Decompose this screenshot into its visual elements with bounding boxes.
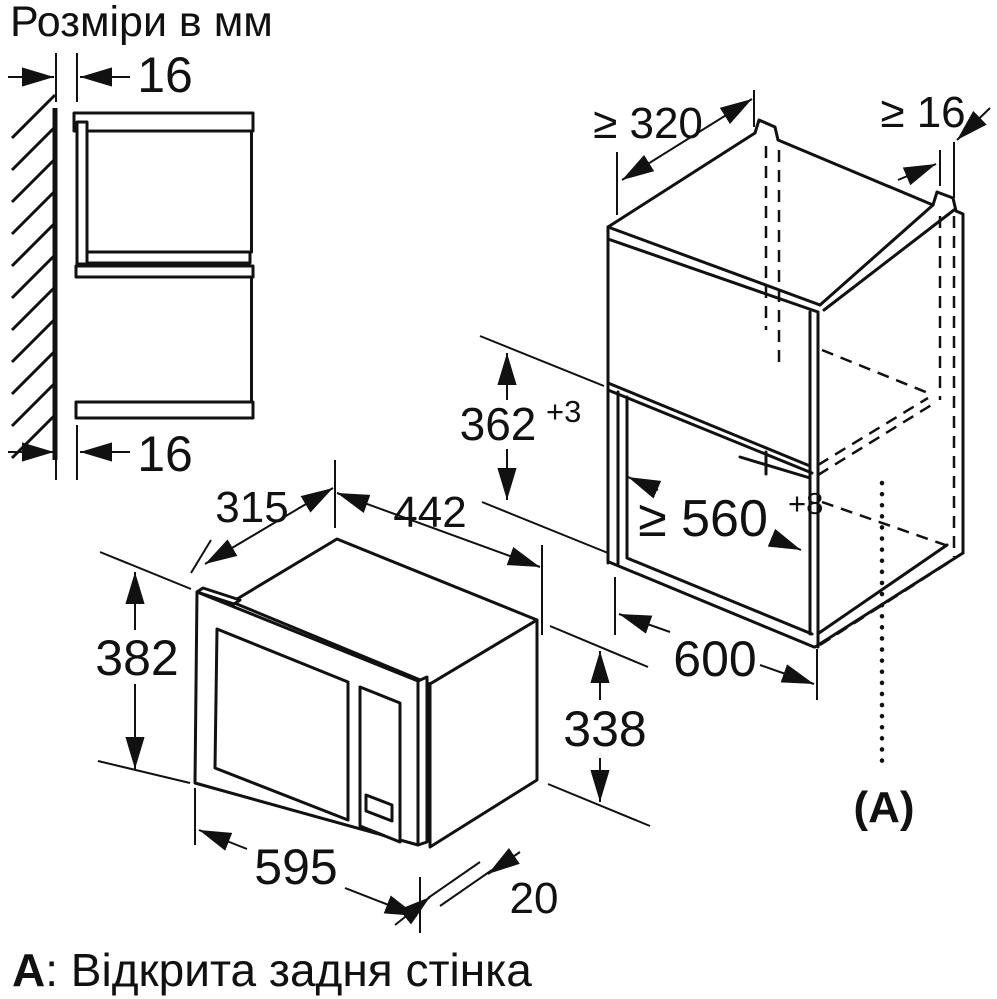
dim-label-niche-height: 362 (460, 398, 537, 450)
dim-label-niche-width-tol: +8 (788, 486, 823, 521)
dim-label-niche-height-tol: +3 (546, 394, 581, 429)
bottom-panel (74, 400, 255, 420)
top-panel (72, 111, 255, 133)
dim-label-mw-body-width: 442 (393, 488, 466, 537)
caption-label: A (12, 944, 45, 996)
dim-mw-height: 382 (95, 551, 192, 784)
upper-shelf (85, 250, 252, 265)
page-title: Розміри в мм (10, 0, 273, 46)
dim-wall-gap-top: 16 (8, 47, 193, 103)
dim-label-mw-body-height: 338 (563, 701, 646, 757)
wall-hatching (10, 93, 57, 460)
dim-mw-depth: 315 (190, 460, 336, 574)
back-spacer-strip (75, 120, 89, 266)
dim-label-mw-frame: 20 (510, 874, 559, 923)
dim-niche-width: ≥ 560 +8 (627, 476, 823, 551)
marker-a-label: (A) (853, 783, 914, 832)
dim-cab-width: 600 (614, 577, 818, 700)
dim-label-cab-min-depth: ≥ 320 (593, 99, 703, 148)
caption-text: : Відкрита задня стінка (45, 944, 532, 996)
dim-mw-body-height: 338 (547, 625, 651, 827)
dim-niche-height: 362 +3 (460, 335, 609, 554)
dim-label-niche-width: ≥ 560 (638, 490, 768, 548)
dim-label-cab-back-gap: ≥ 16 (880, 88, 965, 137)
dim-label-mw-front-width: 595 (254, 839, 337, 895)
cabinet-isometric (606, 118, 965, 649)
microwave-side-face (428, 618, 539, 849)
dim-label-cab-width: 600 (673, 631, 756, 687)
dim-label-gap-top: 16 (137, 47, 193, 103)
control-panel-strip (358, 685, 402, 844)
bezel-top-edge (195, 586, 242, 606)
dim-mw-frame: 20 (394, 847, 559, 926)
lower-shelf (74, 264, 255, 279)
dim-label-mw-height: 382 (95, 630, 178, 686)
dim-label-mw-depth: 315 (215, 483, 288, 532)
cabinet-side-profile (72, 111, 255, 420)
dim-label-gap-bottom: 16 (137, 426, 193, 482)
microwave-isometric (193, 537, 539, 849)
open-back-wall-marker: (A) (853, 480, 915, 832)
door-window (213, 627, 350, 822)
dim-wall-gap-bottom: 16 (8, 425, 193, 482)
dim-mw-front-width: 595 (194, 788, 421, 933)
display (364, 793, 394, 823)
dim-mw-body-width: 442 (336, 488, 543, 635)
dim-cab-back-gap: ≥ 16 (880, 88, 991, 198)
dim-cab-min-depth: ≥ 320 (593, 90, 755, 215)
wall-cross-section (10, 93, 58, 460)
caption: A: Відкрита задня стінка (12, 944, 532, 996)
